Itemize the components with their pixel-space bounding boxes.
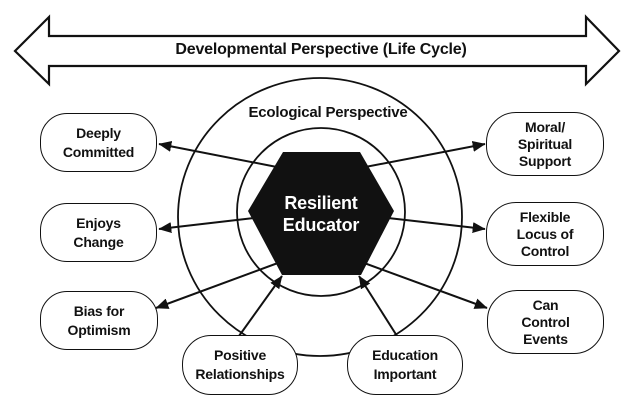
node-flexible-locus-of-control: Flexible Locus of Control (486, 202, 604, 266)
outer-circle (177, 77, 463, 357)
node-text-line: Spiritual (517, 135, 573, 152)
node-bias-for-optimism: Bias for Optimism (40, 291, 158, 350)
arrow-to-enjoys-change (158, 217, 255, 234)
lifecycle-arrow-label: Developmental Perspective (Life Cycle) (175, 41, 467, 58)
node-text-line: Positive (213, 347, 267, 363)
node-text-line: Important (373, 366, 437, 382)
node-text-line: Education (372, 347, 438, 363)
arrow-from-positive-relationships (238, 275, 283, 337)
node-education-important: Education Important (347, 335, 463, 395)
node-text-line: Control (521, 313, 570, 330)
hexagon-label: Resilient Educator (248, 192, 394, 236)
node-text-line: Relationships (195, 366, 285, 382)
lifecycle-double-arrow-shape (13, 14, 621, 87)
hexagon-label-line2: Educator (282, 215, 360, 235)
node-deeply-committed: Deeply Committed (40, 113, 157, 172)
inner-circle (236, 127, 406, 297)
arrow-to-deeply-committed (158, 141, 283, 169)
node-text-line: Deeply (76, 124, 121, 141)
node-text-line: Change (73, 233, 124, 250)
hexagon-label-line1: Resilient (284, 193, 358, 213)
arrow-to-bias-for-optimism (155, 259, 287, 309)
node-text-line: Flexible (519, 208, 571, 225)
node-text-line: Enjoys (76, 214, 121, 231)
arrow-to-moral-spiritual-support (359, 140, 486, 169)
node-text-line: Committed (62, 143, 135, 160)
node-enjoys-change: Enjoys Change (40, 203, 157, 262)
node-text-line: Bias for (73, 302, 125, 319)
resilient-educator-hexagon (248, 152, 394, 275)
arrow-to-can-control-events (355, 259, 488, 309)
node-text-line: Moral/ (524, 118, 566, 135)
node-text-line: Locus of (516, 225, 574, 242)
node-moral-spiritual-support: Moral/ Spiritual Support (486, 112, 604, 176)
node-text-line: Can (532, 296, 559, 313)
node-positive-relationships: Positive Relationships (182, 335, 298, 395)
node-text-line: Optimism (67, 321, 131, 338)
arrow-to-flexible-locus-of-control (387, 217, 486, 234)
ecological-perspective-label: Ecological Perspective (248, 104, 408, 121)
arrow-from-education-important (358, 275, 398, 337)
node-can-control-events: Can Control Events (487, 290, 604, 354)
node-text-line: Control (520, 242, 570, 259)
node-text-line: Support (518, 152, 572, 169)
node-text-line: Events (523, 330, 568, 347)
